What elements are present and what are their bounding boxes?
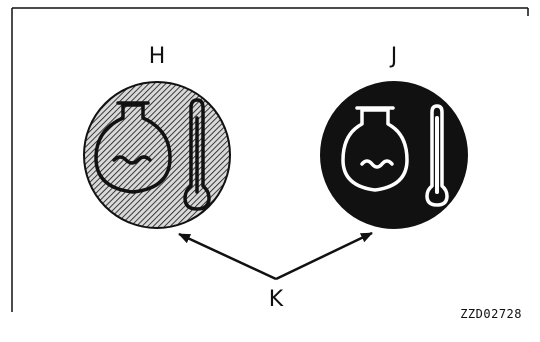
label-h: H	[149, 44, 166, 69]
engine-coolant-temperature-icon	[341, 104, 449, 207]
callout-arrows	[178, 231, 373, 281]
figure-frame	[11, 7, 529, 312]
engine-coolant-temperature-icon	[94, 98, 211, 211]
figure-code: ZZD02728	[460, 307, 522, 321]
label-k: K	[269, 287, 284, 312]
arrow-to-j	[275, 231, 373, 281]
coolant-indicator-j	[320, 81, 468, 229]
coolant-indicator-h	[83, 81, 231, 229]
label-j: J	[389, 44, 398, 69]
arrow-to-h	[178, 232, 277, 281]
